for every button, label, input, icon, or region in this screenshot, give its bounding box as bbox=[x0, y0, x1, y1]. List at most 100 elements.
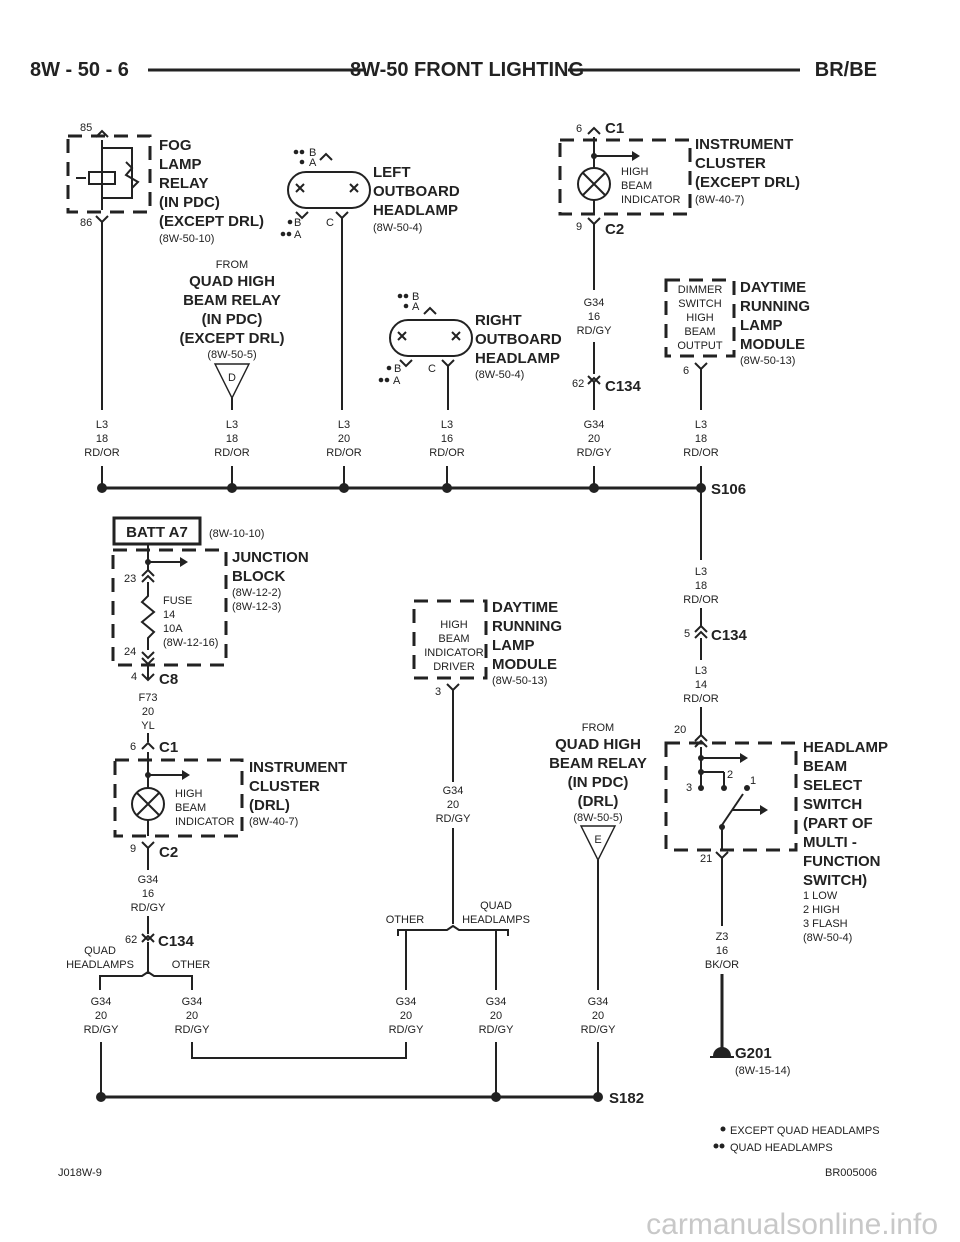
relay-pin-triangle bbox=[213, 363, 251, 400]
g34-upper-color: RD/GY bbox=[577, 325, 613, 337]
z3-gauge: 16 bbox=[716, 945, 728, 957]
splice-bottom-label: S182 bbox=[609, 1090, 644, 1107]
svg-text:G34: G34 bbox=[486, 996, 507, 1008]
svg-text:16: 16 bbox=[441, 433, 453, 445]
switch-label-6: MULTI - bbox=[803, 834, 857, 851]
svg-text:20: 20 bbox=[592, 1010, 604, 1022]
z3-color: BK/OR bbox=[705, 959, 739, 971]
fog-relay-label-4: (IN PDC) bbox=[159, 194, 220, 211]
wire-bottom-1: G34 20 RD/GY bbox=[84, 996, 120, 1036]
switch-label-5: (PART OF bbox=[803, 815, 873, 832]
quad-top-from: FROM bbox=[216, 259, 248, 271]
wire-bottom-5: G34 20 RD/GY bbox=[581, 996, 617, 1036]
wire-top-1: L3 18 RD/OR bbox=[84, 419, 120, 459]
quad-top-pin: D bbox=[228, 372, 236, 384]
switch-legend-2: 2 HIGH bbox=[803, 904, 840, 916]
junction-pin-23: 23 bbox=[124, 573, 136, 585]
page-footer: J018W-9 BR005006 bbox=[58, 1167, 877, 1179]
cluster-top-c1: C1 bbox=[605, 120, 624, 137]
c134-bottom-label: C134 bbox=[158, 933, 195, 950]
z3-circuit: Z3 bbox=[716, 931, 729, 943]
svg-text:18: 18 bbox=[226, 433, 238, 445]
drl-top-box bbox=[664, 278, 736, 358]
svg-text:RD/OR: RD/OR bbox=[326, 447, 362, 459]
right-chain: L3 18 RD/OR 5 C134 L3 14 RD/OR bbox=[683, 488, 748, 735]
f73-circuit: F73 bbox=[139, 692, 158, 704]
legend-except-quad: EXCEPT QUAD HEADLAMPS bbox=[730, 1125, 880, 1137]
g34-upper-gauge: 16 bbox=[588, 311, 600, 323]
right-chain-w1-circuit: L3 bbox=[695, 566, 707, 578]
g34-cluster-circuit: G34 bbox=[138, 874, 159, 886]
drl-top-label-2: RUNNING bbox=[740, 298, 810, 315]
left-headlamp-label-1: LEFT bbox=[373, 164, 411, 181]
ground-icon bbox=[713, 1047, 731, 1056]
svg-text:RD/GY: RD/GY bbox=[479, 1024, 515, 1036]
drl-top-box-2: SWITCH bbox=[678, 298, 721, 310]
g34-upper-wire: G34 16 RD/GY 62 C134 bbox=[572, 224, 642, 395]
switch-pos-3: 3 bbox=[686, 782, 692, 794]
wire-top-4: L3 16 RD/OR bbox=[429, 419, 465, 459]
right-chain-w1-color: RD/OR bbox=[683, 594, 719, 606]
drl-top-pin: 6 bbox=[683, 365, 689, 377]
drl-top-box-5: OUTPUT bbox=[677, 340, 723, 352]
branch-left-c: OTHER bbox=[172, 959, 211, 971]
cluster-top-label-2: CLUSTER bbox=[695, 155, 766, 172]
drl-top-box-4: BEAM bbox=[684, 326, 715, 338]
left-headlamp-label-3: HEADLAMP bbox=[373, 202, 458, 219]
wire-bottom-4: G34 20 RD/GY bbox=[479, 996, 515, 1036]
cluster-drl-ref: (8W-40-7) bbox=[249, 816, 298, 828]
wire-bottom-3: G34 20 RD/GY bbox=[389, 996, 425, 1036]
cluster-top-box bbox=[558, 138, 692, 216]
g34-mid-color: RD/GY bbox=[436, 813, 472, 825]
left-headlamp-pin-b: B bbox=[309, 147, 316, 159]
f73-gauge: 20 bbox=[142, 706, 154, 718]
svg-text:RD/OR: RD/OR bbox=[84, 447, 120, 459]
cluster-drl-ind-3: INDICATOR bbox=[175, 816, 235, 828]
left-outboard-headlamp: B A B A C LEFT OUTBOARD HEADLAMP (8W-50-… bbox=[280, 147, 460, 241]
switch-pos-2: 2 bbox=[727, 769, 733, 781]
quad-high-beam-relay-drl: FROM QUAD HIGH BEAM RELAY (IN PDC) (DRL)… bbox=[549, 722, 647, 990]
junction-label-1: JUNCTION bbox=[232, 549, 309, 566]
g34-cluster-gauge: 16 bbox=[142, 888, 154, 900]
footer-left: J018W-9 bbox=[58, 1167, 102, 1179]
svg-text:RD/OR: RD/OR bbox=[429, 447, 465, 459]
splice-s106: S106 bbox=[97, 481, 746, 498]
svg-text:L3: L3 bbox=[338, 419, 350, 431]
wire-top-2: L3 18 RD/OR bbox=[214, 419, 250, 459]
branch-mid-a: OTHER bbox=[386, 914, 425, 926]
cluster-top-label-3: (EXCEPT DRL) bbox=[695, 174, 800, 191]
right-chain-w1-gauge: 18 bbox=[695, 580, 707, 592]
left-headlamp-pin-b2: B bbox=[294, 217, 301, 229]
watermark-text: carmanualsonline.info bbox=[646, 1208, 938, 1241]
quad-top-label-1: QUAD HIGH bbox=[189, 273, 275, 290]
legend: EXCEPT QUAD HEADLAMPS QUAD HEADLAMPS bbox=[713, 1125, 880, 1154]
fog-lamp-relay: 85 86 FOG LAMP RELAY (IN PDC) (EXCEPT DR… bbox=[66, 122, 264, 245]
switch-pos-1: 1 bbox=[750, 775, 756, 787]
switch-ref: (8W-50-4) bbox=[803, 932, 852, 944]
g34-cluster-color: RD/GY bbox=[131, 902, 167, 914]
branch-mid-b: QUAD bbox=[480, 900, 512, 912]
cluster-drl-label-2: CLUSTER bbox=[249, 778, 320, 795]
left-headlamp-pin-c: C bbox=[326, 217, 334, 229]
drl-mid-box-2: BEAM bbox=[438, 633, 469, 645]
junction-ref-2: (8W-12-3) bbox=[232, 601, 281, 613]
quad-drl-label-1: QUAD HIGH bbox=[555, 736, 641, 753]
batt-box bbox=[112, 516, 202, 546]
fog-relay-pin-85: 85 bbox=[80, 122, 92, 134]
c8-pin: 4 bbox=[131, 671, 137, 683]
ground-label: G201 bbox=[735, 1045, 772, 1062]
right-headlamp-pin-c: C bbox=[428, 363, 436, 375]
svg-text:RD/GY: RD/GY bbox=[577, 447, 613, 459]
right-headlamp-pin-a2: A bbox=[393, 375, 401, 387]
cluster-drl-pin-9: 9 bbox=[130, 843, 136, 855]
switch-label-2: BEAM bbox=[803, 758, 847, 775]
fog-relay-label-2: LAMP bbox=[159, 156, 202, 173]
right-headlamp-pin-b2: B bbox=[394, 363, 401, 375]
cluster-drl-c1: C1 bbox=[159, 739, 178, 756]
wire-top-5: G34 20 RD/GY bbox=[577, 419, 613, 459]
wire-bottom-2: G34 20 RD/GY bbox=[175, 996, 211, 1036]
c8-label: C8 bbox=[159, 671, 178, 688]
right-headlamp-pin-a: A bbox=[412, 301, 420, 313]
fuse-ref: (8W-12-16) bbox=[163, 637, 218, 649]
